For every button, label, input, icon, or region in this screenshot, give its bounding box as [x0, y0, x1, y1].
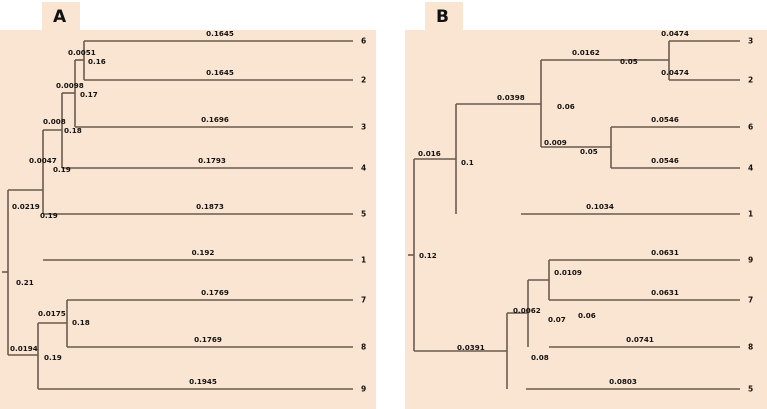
- branch-length-label: 0.06: [557, 102, 575, 111]
- panel-a-letter: A: [53, 7, 67, 27]
- branch-length-label: 0.1645: [206, 68, 234, 77]
- panel-b-background: [405, 30, 767, 409]
- branch-length-label: 0.1645: [206, 29, 234, 38]
- branch-length-label: 0.1769: [201, 288, 229, 297]
- branch-length-label: 0.0474: [661, 68, 689, 77]
- branch-length-label: 0.1696: [201, 115, 229, 124]
- branch-length-label: 0.0391: [457, 343, 485, 352]
- branch-length-label: 0.0162: [572, 48, 600, 57]
- panel-a-tree: 0.16450.16450.16960.17930.18730.1920.176…: [2, 29, 366, 394]
- branch-length-label: 0.21: [16, 278, 34, 287]
- branch-length-label: 0.0175: [38, 309, 66, 318]
- branch-length-label: 0.1945: [189, 377, 217, 386]
- tip-label: 5: [748, 385, 753, 394]
- branch-length-label: 0.192: [192, 248, 215, 257]
- branch-length-label: 0.0546: [651, 115, 679, 124]
- branch-length-label: 0.1: [461, 158, 474, 167]
- branch-length-label: 0.19: [40, 211, 58, 220]
- branch-length-label: 0.07: [548, 315, 566, 324]
- panel-b-letter: B: [436, 7, 449, 27]
- tip-label: 8: [748, 343, 753, 352]
- branch-length-label: 0.0741: [626, 335, 654, 344]
- tip-label: 1: [361, 256, 366, 265]
- branch-length-label: 0.0398: [497, 93, 525, 102]
- branch-length-label: 0.0474: [661, 29, 689, 38]
- tip-label: 6: [748, 123, 753, 132]
- branch-length-label: 0.0051: [68, 48, 96, 57]
- panel-a-label-tab: [42, 2, 80, 32]
- panel-b-tree: 0.04740.04740.05460.05460.10340.06310.06…: [408, 29, 753, 394]
- tip-label: 3: [748, 37, 753, 46]
- branch-length-label: 0.0546: [651, 156, 679, 165]
- branch-length-label: 0.1034: [586, 202, 614, 211]
- branch-length-label: 0.08: [531, 353, 549, 362]
- branch-length-label: 0.0631: [651, 248, 679, 257]
- branch-length-label: 0.12: [419, 251, 437, 260]
- branch-length-label: 0.0047: [29, 156, 57, 165]
- branch-length-label: 0.009: [544, 138, 567, 147]
- branch-length-label: 0.0062: [513, 306, 541, 315]
- tip-label: 8: [361, 343, 366, 352]
- branch-length-label: 0.1793: [198, 156, 226, 165]
- tip-label: 3: [361, 123, 366, 132]
- branch-length-label: 0.16: [88, 57, 106, 66]
- tip-label: 6: [361, 37, 366, 46]
- branch-length-label: 0.0194: [10, 344, 38, 353]
- branch-length-label: 0.0109: [554, 268, 582, 277]
- branch-length-label: 0.0098: [56, 81, 84, 90]
- branch-length-label: 0.1873: [196, 202, 224, 211]
- branch-length-label: 0.06: [578, 311, 596, 320]
- tip-label: 2: [748, 76, 753, 85]
- branch-length-label: 0.0631: [651, 288, 679, 297]
- tip-label: 7: [361, 296, 366, 305]
- branch-length-label: 0.19: [53, 165, 71, 174]
- tip-label: 1: [748, 210, 753, 219]
- branch-length-label: 0.0219: [12, 202, 40, 211]
- branch-length-label: 0.17: [80, 90, 98, 99]
- tip-label: 9: [748, 256, 753, 265]
- branch-length-label: 0.05: [620, 57, 638, 66]
- tip-label: 9: [361, 385, 366, 394]
- branch-length-label: 0.19: [44, 353, 62, 362]
- panel-b-label-tab: [425, 2, 463, 32]
- branch-length-label: 0.18: [64, 126, 82, 135]
- branch-length-label: 0.18: [72, 318, 90, 327]
- tip-label: 4: [748, 164, 753, 173]
- branch-length-label: 0.1769: [194, 335, 222, 344]
- tip-label: 5: [361, 210, 366, 219]
- tip-label: 4: [361, 164, 366, 173]
- branch-length-label: 0.008: [43, 117, 66, 126]
- branch-length-label: 0.05: [580, 147, 598, 156]
- branch-length-label: 0.0803: [609, 377, 637, 386]
- branch-length-label: 0.016: [418, 149, 441, 158]
- tip-label: 2: [361, 76, 366, 85]
- tip-label: 7: [748, 296, 753, 305]
